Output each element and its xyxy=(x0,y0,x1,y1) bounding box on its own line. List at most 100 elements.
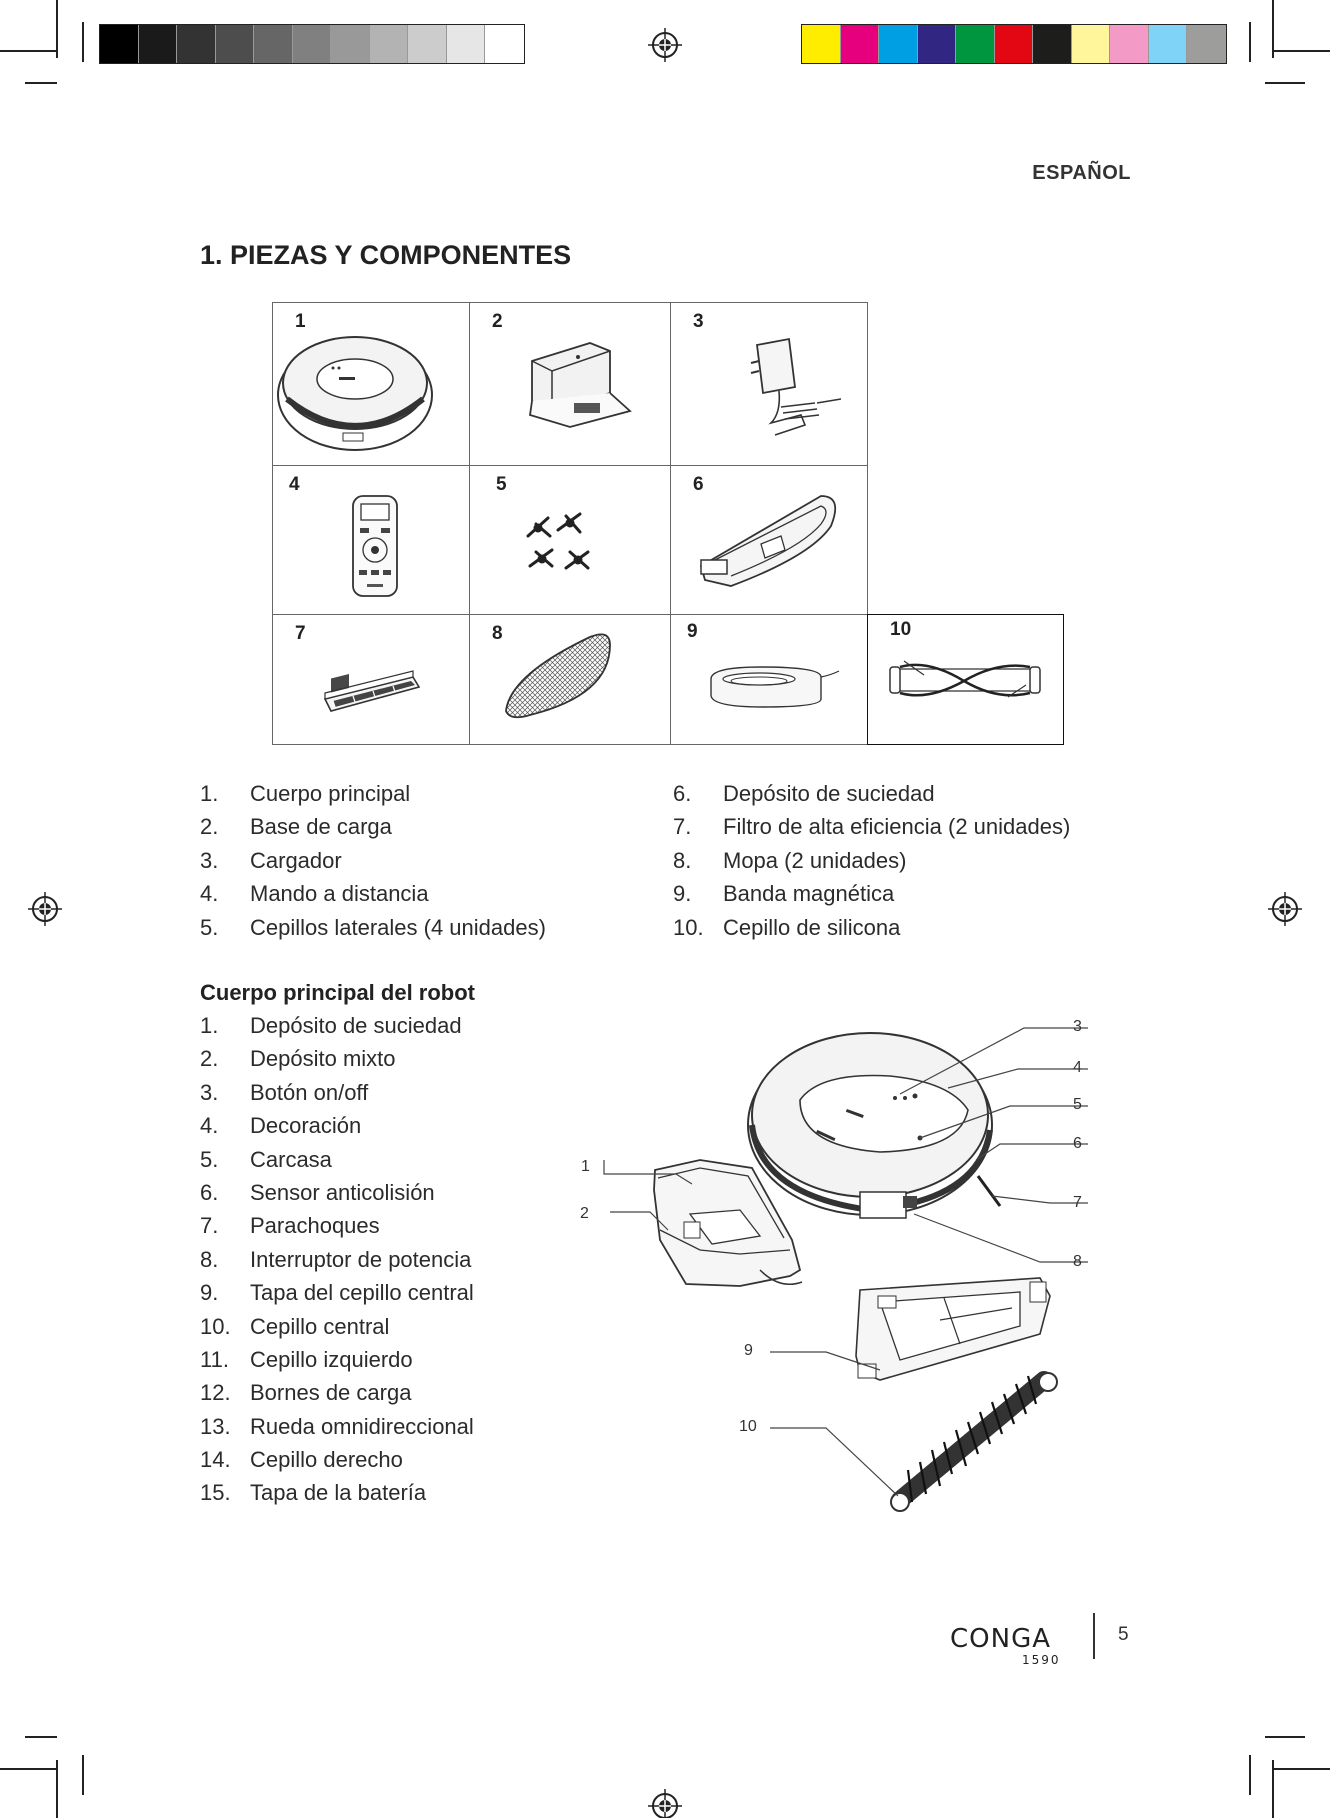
cell-number: 8 xyxy=(492,623,503,644)
color-swatch xyxy=(1033,25,1072,63)
robot-exploded-diagram xyxy=(603,1027,1088,1512)
dust-tank-icon xyxy=(699,495,837,587)
charging-base-icon xyxy=(528,342,632,428)
callout-label: 3 xyxy=(1073,1018,1082,1035)
list-item: 9.Tapa del cepillo central xyxy=(200,1280,474,1306)
side-brushes-icon xyxy=(526,512,590,570)
robot-parts-list: 1.Depósito de suciedad 2.Depósito mixto … xyxy=(200,1009,540,1510)
parts-cell-1: 1 xyxy=(272,302,470,466)
parts-cell-5: 5 xyxy=(469,465,671,615)
robot-section-title: Cuerpo principal del robot xyxy=(200,980,476,1005)
color-swatch xyxy=(215,25,254,63)
color-swatch xyxy=(100,25,139,63)
remote-control-icon xyxy=(352,495,398,597)
parts-list-left: 1.Cuerpo principal 2.Base de carga 3.Car… xyxy=(200,777,620,944)
color-swatch xyxy=(917,25,956,63)
list-item: 8.Interruptor de potencia xyxy=(200,1246,472,1272)
cmyk-color-bar xyxy=(801,24,1227,64)
list-item: 6.Sensor anticolisión xyxy=(200,1179,435,1205)
conga-logo: CONGA 1590 xyxy=(950,1621,1074,1665)
callout-label: 6 xyxy=(1073,1135,1082,1152)
list-item: 2.Base de carga xyxy=(200,814,392,840)
parts-cell-3: 3 xyxy=(670,302,868,466)
silicone-brush-icon xyxy=(889,660,1041,698)
cell-number: 10 xyxy=(890,619,912,640)
color-swatch xyxy=(138,25,177,63)
list-item: 14.Cepillo derecho xyxy=(200,1447,403,1473)
language-label: ESPAÑOL xyxy=(1032,162,1131,184)
color-swatch xyxy=(254,25,293,63)
list-item: 11.Cepillo izquierdo xyxy=(200,1346,413,1372)
list-item: 1.Depósito de suciedad xyxy=(200,1013,462,1038)
callout-label: 7 xyxy=(1073,1194,1082,1211)
parts-cell-8: 8 xyxy=(469,614,671,745)
color-swatch xyxy=(994,25,1033,63)
list-item: 2.Depósito mixto xyxy=(200,1046,396,1072)
registration-mark-icon xyxy=(648,28,682,62)
list-item: 5.Carcasa xyxy=(200,1146,332,1172)
parts-cell-6: 6 xyxy=(670,465,868,615)
color-swatch xyxy=(879,25,918,63)
color-swatch xyxy=(177,25,216,63)
color-swatch xyxy=(369,25,408,63)
parts-cell-10: 10 xyxy=(867,614,1064,745)
cell-number: 9 xyxy=(687,621,698,642)
callout-label: 2 xyxy=(580,1205,589,1222)
robot-body-icon xyxy=(277,336,433,451)
registration-mark-icon xyxy=(648,1789,682,1818)
list-item: 4.Mando a distancia xyxy=(200,881,429,907)
color-swatch xyxy=(1148,25,1187,63)
callout-label: 10 xyxy=(739,1418,757,1435)
brand-name: CONGA xyxy=(950,1624,1051,1654)
list-item: 7.Filtro de alta eficiencia (2 unidades) xyxy=(673,814,1071,840)
color-swatch xyxy=(1071,25,1110,63)
callout-label: 9 xyxy=(744,1342,753,1359)
cell-number: 4 xyxy=(289,474,300,495)
color-swatch xyxy=(331,25,370,63)
list-item: 5.Cepillos laterales (4 unidades) xyxy=(200,914,546,940)
page-number: 5 xyxy=(1118,1624,1129,1645)
list-item: 13.Rueda omnidireccional xyxy=(200,1413,474,1439)
list-item: 7.Parachoques xyxy=(200,1213,380,1239)
color-swatch xyxy=(292,25,331,63)
list-item: 4.Decoración xyxy=(200,1113,362,1139)
color-swatch xyxy=(1187,25,1226,63)
cell-number: 6 xyxy=(693,474,704,495)
color-swatch xyxy=(446,25,485,63)
charger-adapter-icon xyxy=(750,337,842,436)
grayscale-color-bar xyxy=(99,24,525,64)
footer-divider xyxy=(1093,1613,1095,1659)
color-swatch xyxy=(802,25,841,63)
callout-label: 5 xyxy=(1073,1096,1082,1113)
parts-list-right: 6.Depósito de suciedad 7.Filtro de alta … xyxy=(673,777,1133,944)
cell-number: 2 xyxy=(492,311,503,332)
callout-label: 4 xyxy=(1073,1059,1082,1076)
parts-cell-9: 9 xyxy=(670,614,868,745)
list-item: 6.Depósito de suciedad xyxy=(673,781,935,806)
cell-number: 7 xyxy=(295,623,306,644)
list-item: 3.Botón on/off xyxy=(200,1079,369,1105)
parts-cell-7: 7 xyxy=(272,614,470,745)
callout-label: 8 xyxy=(1073,1253,1082,1270)
list-item: 9.Banda magnética xyxy=(673,881,895,907)
registration-mark-icon xyxy=(28,892,62,926)
list-item: 3.Cargador xyxy=(200,847,342,873)
hepa-filter-icon xyxy=(323,670,421,712)
model-number: 1590 xyxy=(1022,1653,1061,1665)
cell-number: 5 xyxy=(496,474,507,495)
callout-label: 1 xyxy=(581,1158,590,1175)
list-item: 15.Tapa de la batería xyxy=(200,1480,427,1506)
color-swatch xyxy=(1110,25,1149,63)
cell-number: 3 xyxy=(693,311,704,332)
color-swatch xyxy=(408,25,447,63)
parts-cell-2: 2 xyxy=(469,302,671,466)
parts-cell-4: 4 xyxy=(272,465,470,615)
mop-icon xyxy=(505,633,611,719)
color-swatch xyxy=(840,25,879,63)
color-swatch xyxy=(956,25,995,63)
color-swatch xyxy=(485,25,524,63)
cell-number: 1 xyxy=(295,311,306,332)
list-item: 1.Cuerpo principal xyxy=(200,781,411,806)
list-item: 8.Mopa (2 unidades) xyxy=(673,847,907,873)
section-title: 1. PIEZAS Y COMPONENTES xyxy=(200,240,572,270)
